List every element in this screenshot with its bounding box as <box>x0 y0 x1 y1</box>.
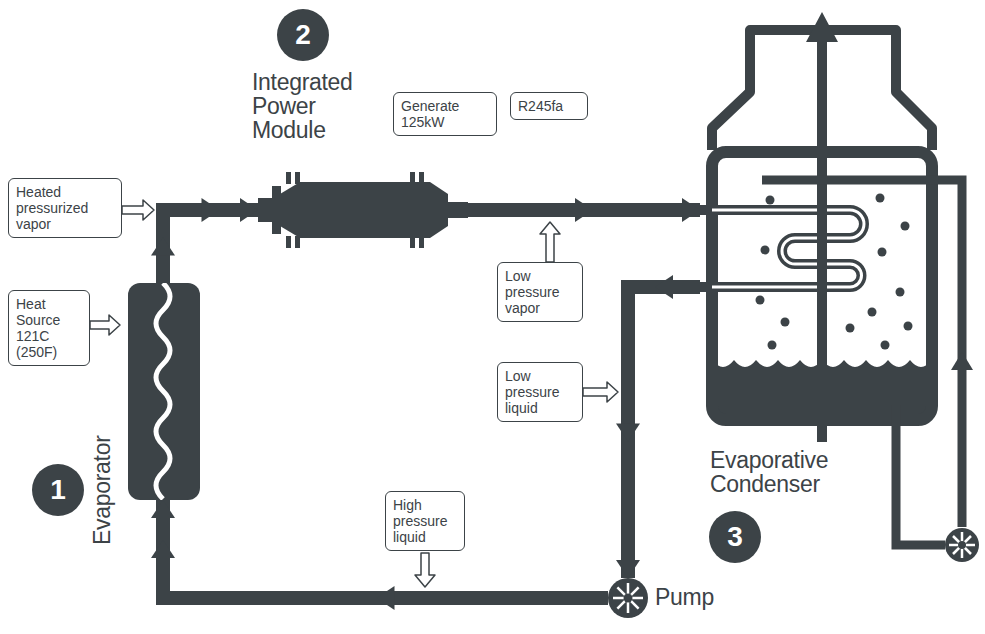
callout-box: Heated pressurized vapor <box>8 178 122 238</box>
pipe-connector <box>616 275 700 578</box>
callout-number: 3 <box>709 511 761 563</box>
evaporative-condenser: Evaporative Condenser <box>700 15 940 505</box>
component-label: Evaporative Condenser <box>710 448 860 496</box>
callout-text: Generate 125kW <box>401 98 489 130</box>
pipe-line <box>163 210 258 283</box>
evaporator-body <box>128 283 200 500</box>
callout-text: High pressure liquid <box>393 497 457 545</box>
callout-number-text: 1 <box>50 475 66 505</box>
callout-number: 2 <box>277 9 329 61</box>
pump: Pump <box>608 578 718 618</box>
flow-arrowhead <box>240 198 258 222</box>
callout-text: Low pressure liquid <box>505 368 575 416</box>
component-label: Pump <box>655 585 714 609</box>
flow-arrowhead <box>151 540 175 558</box>
evaporator: Evaporator <box>128 283 200 500</box>
turbine-body <box>258 172 468 248</box>
flow-arrowhead <box>682 198 700 222</box>
recirculation-pump <box>945 528 979 562</box>
callout-box: High pressure liquid <box>385 491 465 551</box>
callout-text: Low pressure vapor <box>505 268 575 316</box>
callout-box: Generate 125kW <box>393 92 497 136</box>
callout-box: Low pressure liquid <box>497 362 583 422</box>
callout-box: Heat Source 121C (250F) <box>8 290 90 366</box>
condenser-body <box>700 12 973 545</box>
pipe-connector <box>151 198 258 283</box>
component-label: Integrated Power Module <box>252 70 382 142</box>
flow-arrowhead <box>655 275 673 299</box>
pipe-connector <box>468 198 700 222</box>
callout-number-text: 2 <box>295 20 311 50</box>
component-label: Evaporator <box>90 435 115 545</box>
callout-number: 1 <box>32 464 84 516</box>
callout-text: Heat Source 121C (250F) <box>16 296 82 360</box>
pipe-line <box>628 287 700 578</box>
flow-arrowhead <box>616 560 640 578</box>
flow-arrowhead <box>151 500 175 518</box>
callout-number-text: 3 <box>727 522 743 552</box>
callout-text: R245fa <box>518 98 580 114</box>
callout-box: R245fa <box>510 92 588 120</box>
pump-symbol <box>608 578 648 618</box>
callout-text: Heated pressurized vapor <box>16 184 114 232</box>
flow-arrowhead <box>575 198 593 222</box>
callout-box: Low pressure vapor <box>497 262 583 322</box>
pipe-connector <box>151 500 608 610</box>
flow-arrowhead <box>616 424 640 442</box>
flow-arrowhead <box>151 238 175 256</box>
flow-arrowhead <box>202 198 220 222</box>
flow-arrowhead <box>377 586 395 610</box>
